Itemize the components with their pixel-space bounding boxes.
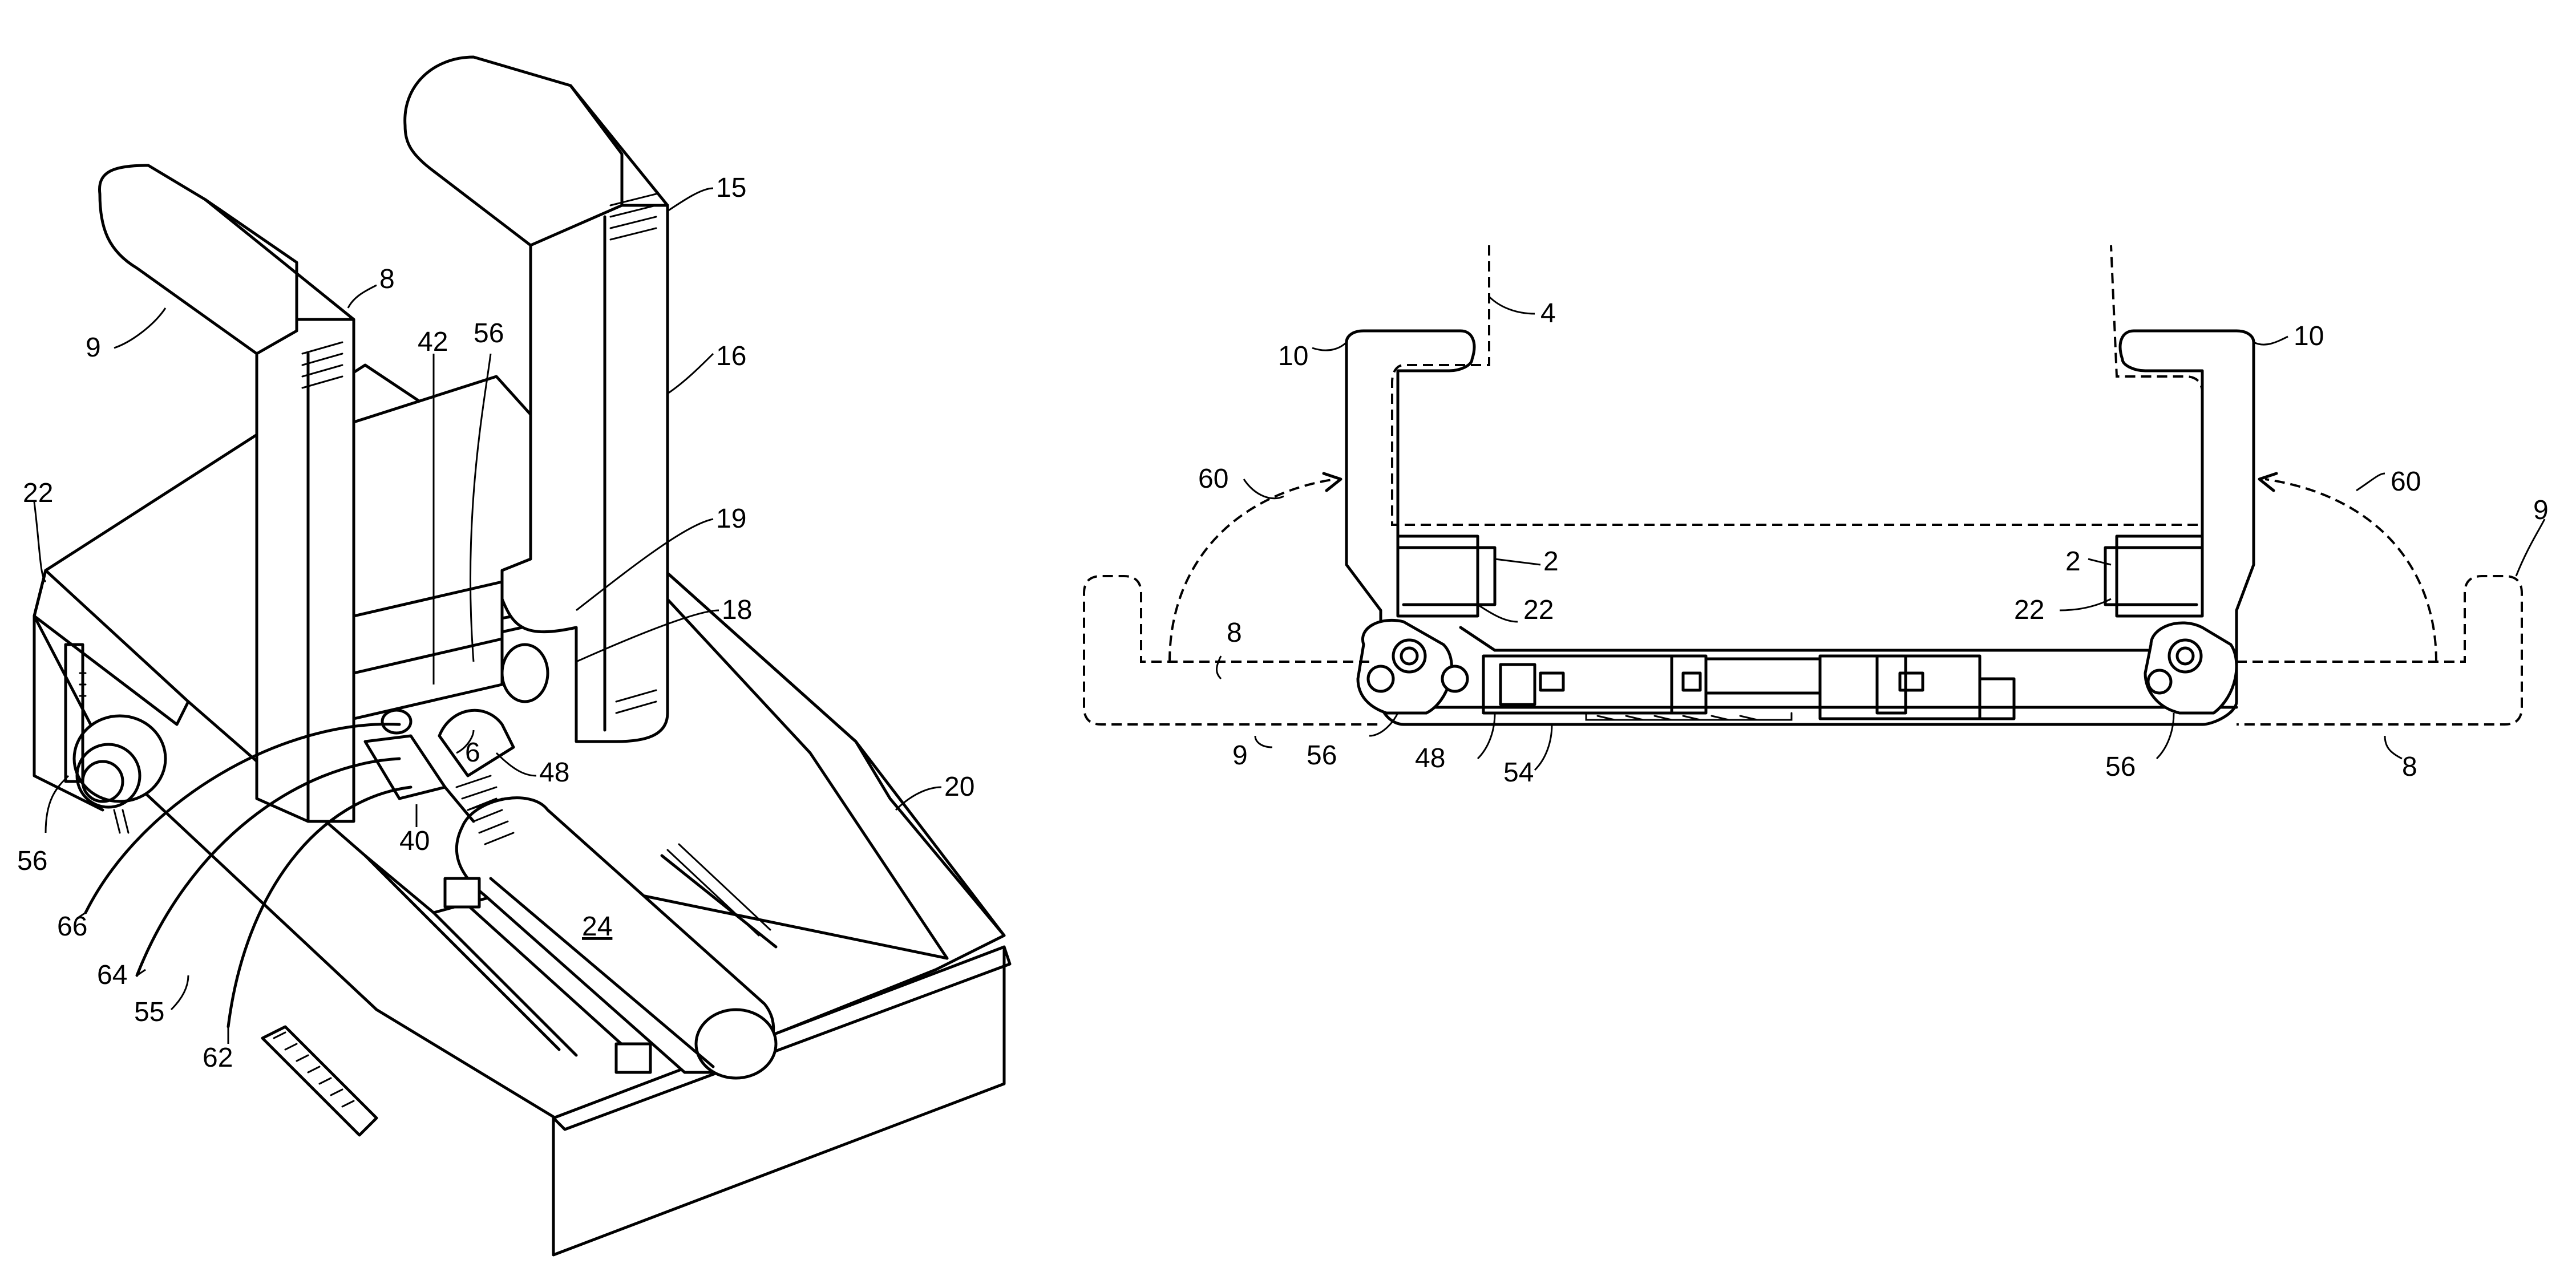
- pivot-plate-left: [1358, 620, 1467, 713]
- label-15: 15: [716, 173, 746, 203]
- label-56-left: 56: [17, 846, 47, 876]
- label-24: 24: [582, 912, 612, 942]
- handle-10-left: [1346, 331, 1495, 616]
- label-22-left: 22: [1523, 595, 1554, 625]
- label-60-right: 60: [2391, 467, 2421, 497]
- label-2-left: 2: [1543, 546, 1559, 577]
- linkage: [1483, 656, 2014, 720]
- label-8-left: 8: [1227, 618, 1242, 648]
- label-55: 55: [134, 997, 164, 1027]
- label-66: 66: [57, 912, 87, 942]
- label-4: 4: [1540, 298, 1556, 329]
- label-64: 64: [97, 960, 127, 990]
- label-48-right: 48: [1415, 743, 1445, 773]
- label-10-right: 10: [2294, 321, 2324, 351]
- label-22-right: 22: [2014, 595, 2044, 625]
- label-10-left: 10: [1278, 341, 1308, 371]
- label-9-left: 9: [1232, 740, 1248, 771]
- label-48-left: 48: [539, 758, 569, 788]
- label-40: 40: [399, 826, 430, 856]
- label-18: 18: [722, 595, 752, 625]
- swing-outline-right: [2237, 576, 2522, 724]
- label-56-top: 56: [474, 318, 504, 349]
- perspective-view: 9 8 42 56 15 16 22 19 18 6 48 40 20 24 5…: [17, 57, 1010, 1255]
- swing-arc-left: [1170, 479, 1335, 662]
- label-22-left: 22: [23, 478, 53, 508]
- label-2-right: 2: [2065, 546, 2081, 577]
- label-42: 42: [418, 327, 448, 357]
- label-62: 62: [203, 1043, 233, 1073]
- label-19: 19: [716, 504, 746, 534]
- label-9: 9: [86, 333, 101, 363]
- label-9-right: 9: [2533, 495, 2549, 525]
- elevation-view: 10 4 10 60 60 9 2 2 22 22 8 56 48 54 9 5…: [1084, 245, 2549, 788]
- swing-arc-right: [2265, 479, 2436, 662]
- knurl-strip: [262, 1027, 377, 1135]
- handle-10-right: [2105, 331, 2254, 616]
- label-20: 20: [944, 772, 974, 802]
- label-60-left: 60: [1198, 464, 1228, 494]
- pivot-plate-right: [2145, 623, 2237, 713]
- label-8-right: 8: [2402, 752, 2417, 782]
- label-8: 8: [379, 264, 395, 294]
- body-outline-4: [1392, 245, 2202, 525]
- label-54: 54: [1503, 758, 1534, 788]
- label-6: 6: [465, 738, 480, 768]
- label-56-right: 56: [2105, 752, 2136, 782]
- label-56-left: 56: [1307, 740, 1337, 771]
- swing-outline-left: [1084, 576, 1381, 724]
- label-16: 16: [716, 341, 746, 371]
